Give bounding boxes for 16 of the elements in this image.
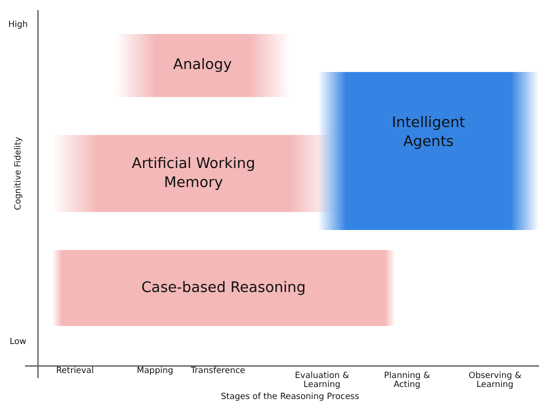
axis-tick-label: Low [8, 338, 28, 347]
band-label: Intelligent Agents [390, 114, 466, 152]
range-band [318, 72, 539, 230]
range-band [52, 250, 395, 326]
axis-tick-label: Retrieval [55, 367, 95, 376]
axis-tick-label: Planning & Acting [383, 372, 431, 390]
band-label: Artificial Working Memory [130, 154, 256, 192]
axis-tick-label: Observing & Learning [468, 372, 522, 390]
band-label: Case-based Reasoning [140, 278, 307, 298]
band-label: Analogy [172, 56, 233, 75]
axis-tick-label: Transference [190, 367, 246, 376]
axis-title: Stages of the Reasoning Process [220, 393, 360, 402]
axis-title: Cognitive Fidelity [14, 136, 24, 212]
axis-tick-label: High [7, 21, 29, 30]
axis-tick-label: Mapping [136, 367, 174, 376]
axis-tick-label: Evaluation & Learning [294, 372, 350, 390]
